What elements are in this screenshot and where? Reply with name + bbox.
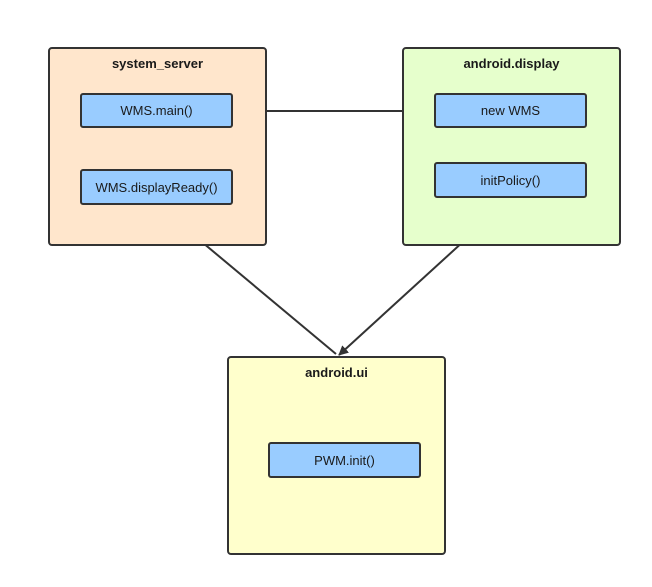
new-wms-node[interactable]: new WMS <box>434 93 587 128</box>
android-display-container: android.display <box>402 47 621 246</box>
system-server-container: system_server <box>48 47 267 246</box>
pwm-init-node[interactable]: PWM.init() <box>268 442 421 478</box>
android-ui-title: android.ui <box>305 365 368 380</box>
wms-main-node[interactable]: WMS.main() <box>80 93 233 128</box>
wms-display-ready-node[interactable]: WMS.displayReady() <box>80 169 233 205</box>
system-server-title: system_server <box>111 56 204 71</box>
android-display-title: android.display <box>463 56 560 71</box>
init-policy-node[interactable]: initPolicy() <box>434 162 587 198</box>
